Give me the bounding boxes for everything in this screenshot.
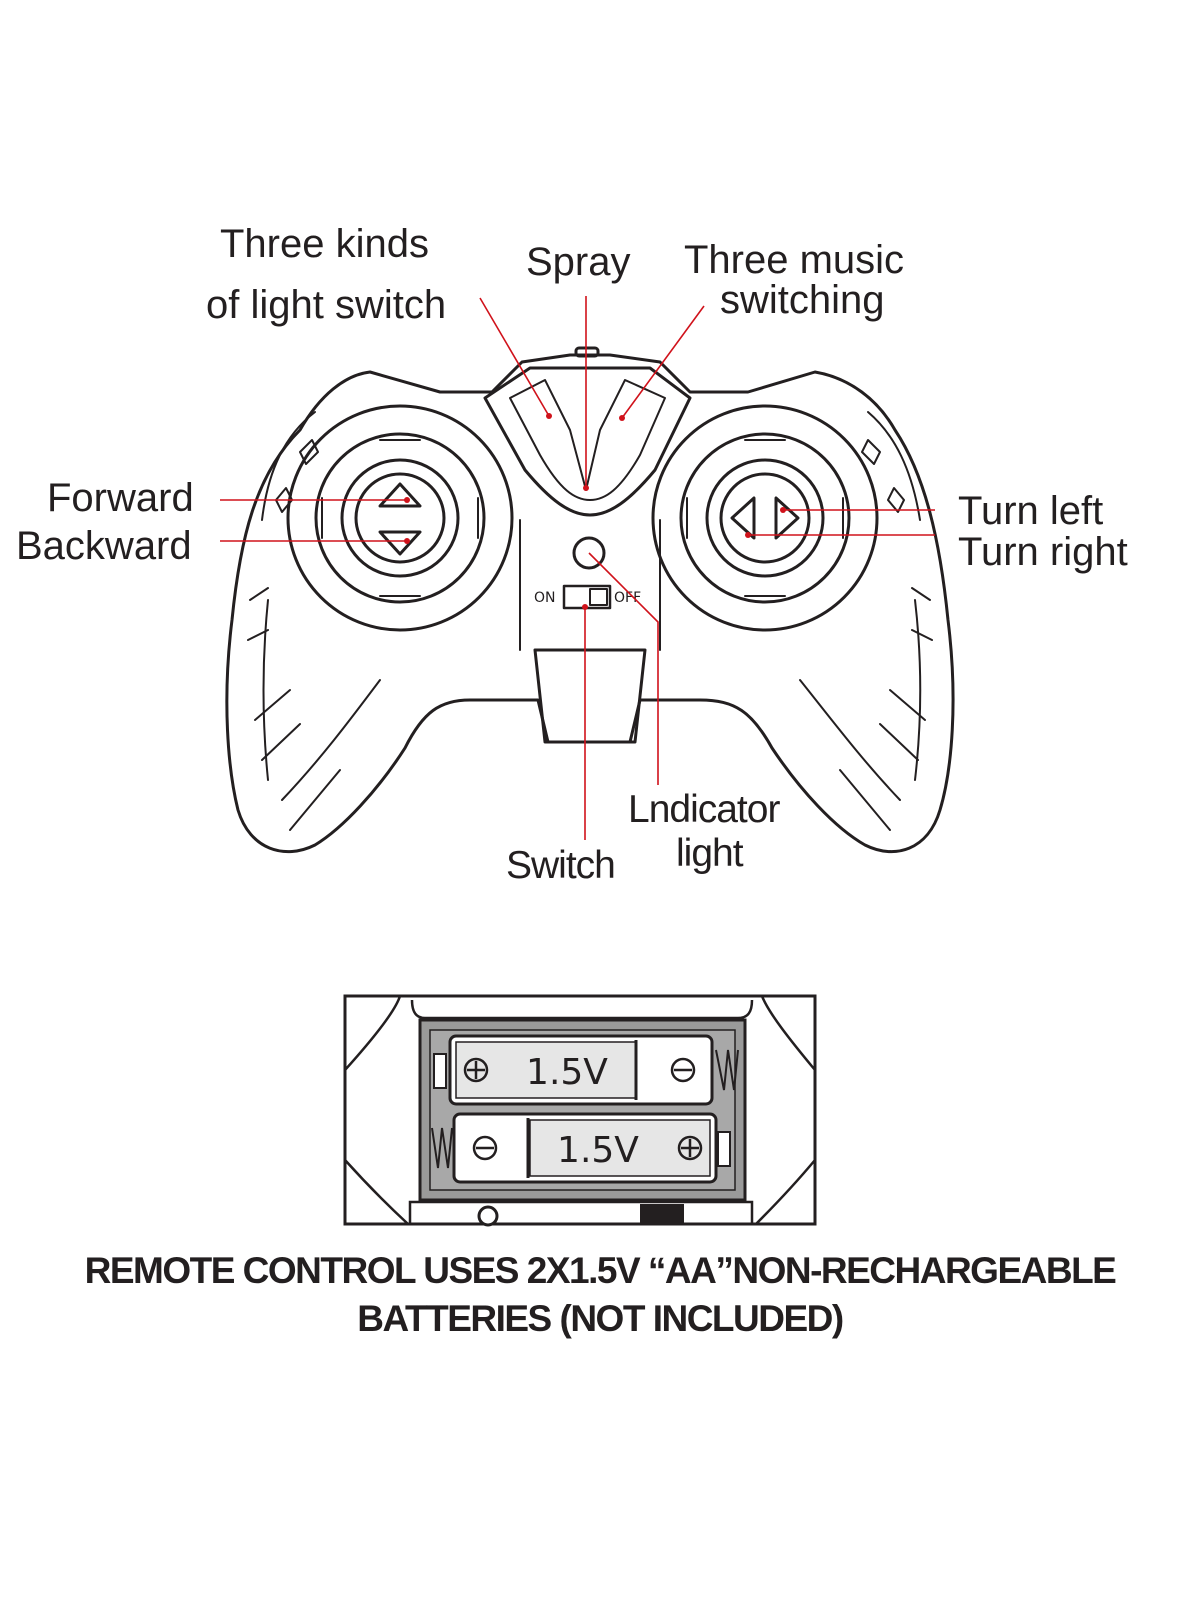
battery-housing-left xyxy=(344,995,409,1225)
label-indicator-line2: light xyxy=(676,832,744,875)
right-joystick-ring-mid xyxy=(679,432,851,604)
indicator-light xyxy=(572,536,606,570)
label-music-line1: Three music xyxy=(684,238,905,282)
switch-on-text: ON xyxy=(534,590,556,606)
battery-frame xyxy=(343,994,817,1226)
left-arrow-icon xyxy=(730,496,756,540)
left-joystick-ring-inner xyxy=(340,458,460,578)
plus-icon xyxy=(463,1057,489,1083)
label-turn-right: Turn right xyxy=(958,530,1128,574)
battery-tray xyxy=(418,1018,747,1202)
left-joystick-ring-outer xyxy=(286,404,514,632)
down-arrow-icon xyxy=(378,530,422,556)
label-forward: Forward xyxy=(47,476,194,520)
left-joystick-cap xyxy=(354,472,446,564)
label-backward: Backward xyxy=(16,524,192,568)
label-light-switch-line2: of light switch xyxy=(206,283,447,327)
left-grip-ridges xyxy=(247,587,341,831)
right-joystick-ring-inner xyxy=(705,458,825,578)
leader-music xyxy=(621,305,705,419)
battery-caption-line1: REMOTE CONTROL USES 2X1.5V “AA”NON-RECHA… xyxy=(84,1250,1117,1291)
center-lower-panel xyxy=(519,519,661,651)
battery-housing-right xyxy=(755,995,816,1225)
battery-bottom-voltage: 1.5V xyxy=(557,1130,639,1171)
plus-icon xyxy=(677,1135,703,1161)
label-indicator-line1: Lndicator xyxy=(628,788,780,831)
center-bottom-tab xyxy=(533,648,647,744)
label-music-line2: switching xyxy=(720,278,885,322)
battery-cover-screw xyxy=(477,1205,499,1227)
minus-icon xyxy=(472,1135,498,1161)
right-joystick-notches xyxy=(686,439,844,597)
label-light-switch-line1: Three kinds xyxy=(220,222,429,266)
battery-cell-bottom xyxy=(431,1112,731,1184)
label-switch: Switch xyxy=(506,844,616,887)
up-arrow-icon xyxy=(378,482,422,508)
leader-light-switch xyxy=(479,297,550,417)
leader-indicator xyxy=(588,552,659,785)
controller-body xyxy=(225,353,955,854)
battery-caption-line2: BATTERIES (NOT INCLUDED) xyxy=(357,1298,844,1339)
battery-housing-bottom xyxy=(408,1200,754,1224)
remote-controller-diagram: ON OFF xyxy=(220,296,955,854)
controller-inner-contour xyxy=(261,411,922,801)
label-turn-left: Turn left xyxy=(958,489,1104,533)
left-joystick-notches xyxy=(321,439,479,597)
minus-icon xyxy=(670,1057,696,1083)
right-grip-ridges xyxy=(839,587,933,831)
center-v-panel xyxy=(483,366,692,517)
right-shoulder-slot xyxy=(861,439,905,513)
antenna-stub xyxy=(574,346,600,358)
battery-cover-latch xyxy=(640,1204,684,1224)
label-spray: Spray xyxy=(526,240,631,284)
battery-cell-top xyxy=(433,1034,739,1106)
center-v-inner xyxy=(509,379,666,501)
right-arrow-icon xyxy=(774,496,800,540)
battery-top-voltage: 1.5V xyxy=(526,1052,608,1093)
battery-tray-inner xyxy=(429,1029,736,1191)
switch-off-text: OFF xyxy=(614,590,641,606)
left-joystick-ring-mid xyxy=(314,432,486,604)
right-joystick-ring-outer xyxy=(651,404,879,632)
right-joystick-cap xyxy=(719,472,811,564)
battery-housing-top xyxy=(410,999,754,1020)
power-switch-knob xyxy=(589,588,608,606)
